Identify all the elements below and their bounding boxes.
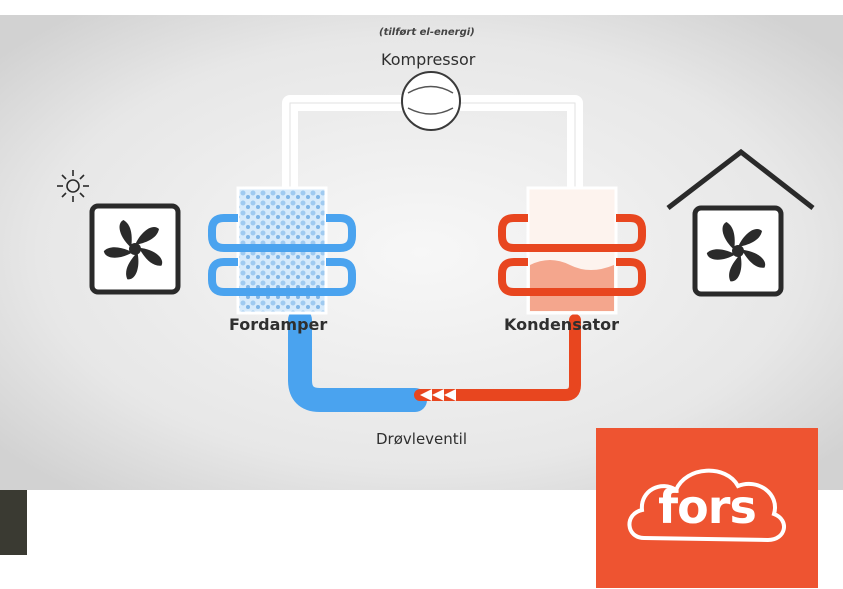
condenser-unit (498, 186, 646, 315)
fors-logo: fors (596, 428, 818, 588)
condenser-label: Kondensator (504, 315, 620, 334)
compressor-icon (401, 71, 461, 131)
warm-liquid-pipe (414, 314, 581, 401)
expansion-valve-label: Drøvleventil (376, 430, 467, 448)
indoor-fan-icon (706, 221, 766, 282)
compressor-label: Kompressor (381, 50, 476, 69)
cold-return-pipe (288, 308, 427, 412)
energy-input-note: (tilført el-energi) (379, 27, 475, 38)
expansion-valve-arrows-icon (420, 389, 456, 401)
evaporator-unit (208, 186, 356, 315)
outdoor-fan-icon (89, 203, 181, 295)
evaporator-label: Fordamper (229, 315, 328, 334)
sun-icon (57, 170, 89, 202)
logo-wordmark: fors (658, 480, 757, 534)
heat-pump-diagram: (tilført el-energi) Kompressor Fordamper… (0, 15, 843, 490)
